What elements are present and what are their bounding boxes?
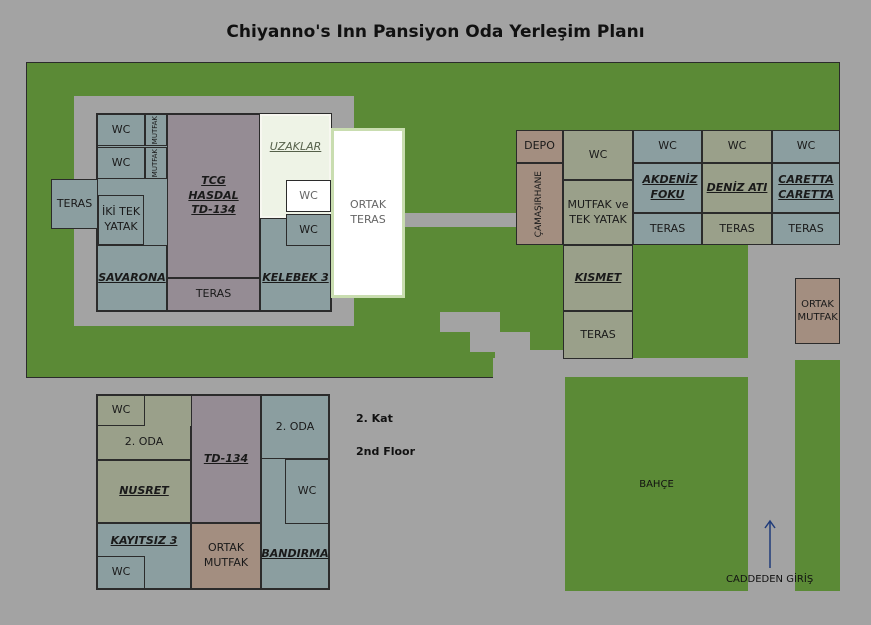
room-td134: TD-134 <box>191 395 261 523</box>
floor-label-tr: 2. Kat <box>356 412 393 425</box>
ortak-teras: ORTAK TERAS <box>331 128 405 298</box>
wc-caretta: WC <box>772 130 840 163</box>
mutfak-small-1: MUTFAK <box>145 114 167 146</box>
wc-savarona-mid: WC <box>97 147 145 179</box>
ortak-mutfak-right: ORTAK MUTFAK <box>795 278 840 344</box>
room-depo: DEPO <box>516 130 563 163</box>
teras-left: TERAS <box>51 179 98 229</box>
room-akdeniz-foku: AKDENİZ FOKU <box>633 163 702 213</box>
path-diagonal-2 <box>470 332 530 352</box>
wc-kismet: WC <box>563 130 633 180</box>
garden-right-top <box>633 244 748 358</box>
page-title: Chiyanno's Inn Pansiyon Oda Yerleşim Pla… <box>226 22 645 42</box>
wc-deniz-ati: WC <box>702 130 772 163</box>
entrance-label: CADDEDEN GİRİŞ <box>726 574 814 585</box>
entrance-arrow-icon <box>764 519 776 568</box>
teras-deniz-ati: TERAS <box>702 213 772 245</box>
room-nusret: NUSRET <box>97 460 191 523</box>
room-savarona: SAVARONA <box>97 245 167 311</box>
path-diagonal-1 <box>440 312 500 332</box>
wc-bandirma: WC <box>285 459 329 524</box>
teras-caretta: TERAS <box>772 213 840 245</box>
mutfak-tek-yatak: MUTFAK ve TEK YATAK <box>563 180 633 245</box>
room-caretta-caretta: CARETTA CARETTA <box>772 163 840 213</box>
room-camasirhane: ÇAMAŞIRHANE <box>516 163 563 245</box>
teras-akdeniz: TERAS <box>633 213 702 245</box>
wc-savarona-top: WC <box>97 114 145 146</box>
wc-akdeniz: WC <box>633 130 702 163</box>
teras-kismet: TERAS <box>563 311 633 359</box>
teras-hasdal: TERAS <box>167 278 260 311</box>
ortak-mutfak-floor2: ORTAK MUTFAK <box>191 523 261 589</box>
wc-uzaklar: WC <box>286 180 331 212</box>
nusret-2-oda: 2. ODA <box>97 426 191 460</box>
path-bottom <box>493 358 840 378</box>
bandirma-2-oda: 2. ODA <box>261 395 329 459</box>
room-tcg-hasdal: TCG HASDAL TD-134 <box>167 114 260 278</box>
room-deniz-ati: DENİZ ATI <box>702 163 772 213</box>
floor-label-en: 2nd Floor <box>356 445 416 458</box>
mutfak-small-2: MUTFAK <box>145 147 167 179</box>
wc-kayitsiz: WC <box>97 556 145 589</box>
iki-tek-yatak: İKİ TEK YATAK <box>98 195 144 245</box>
room-kismet: KISMET <box>563 245 633 311</box>
garden-bahce: BAHÇE <box>565 377 748 591</box>
garden-right-strip <box>795 360 840 591</box>
wc-nusret: WC <box>97 395 145 426</box>
bahce-label: BAHÇE <box>639 478 674 490</box>
wc-kelebek: WC <box>286 214 331 246</box>
